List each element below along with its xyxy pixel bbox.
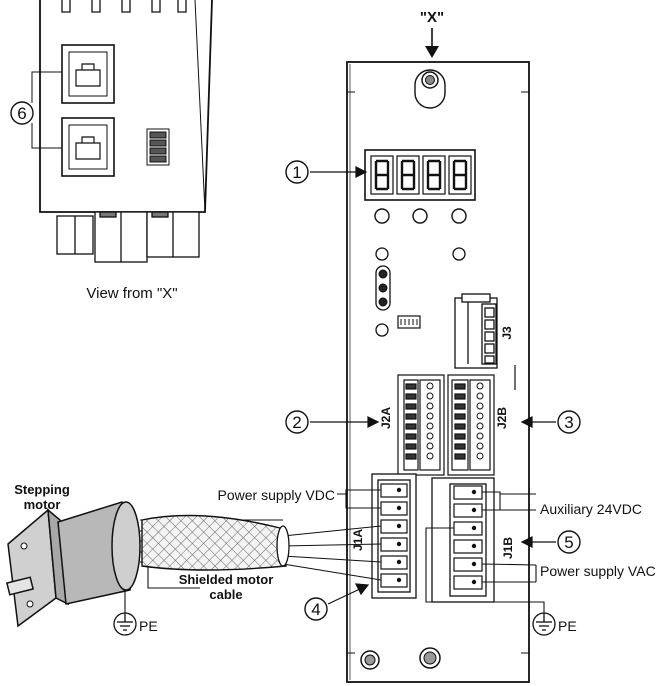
j2a-connector [397, 374, 445, 476]
pe-motor-label: PE [139, 618, 158, 634]
seven-segment-display [364, 149, 476, 201]
dip-switch [146, 128, 170, 166]
callout-4: 4 [311, 600, 320, 619]
view-caption: View from "X" [86, 285, 177, 302]
power-supply-vac-label: Power supply VAC [540, 563, 656, 579]
j2a-label: J2A [379, 407, 393, 429]
view-arrow [425, 28, 439, 58]
stepping-motor-label-line1: Stepping [14, 482, 70, 497]
top-view-drawing [31, 0, 213, 263]
j2b-label: J2B [495, 407, 509, 429]
j3-connector [454, 293, 498, 369]
top-view-bottom-connectors [56, 211, 200, 263]
j2b-connector [447, 374, 495, 476]
callout-6-circle [10, 101, 34, 125]
j1a-label: J1A [351, 529, 365, 551]
callout-5: 5 [564, 533, 573, 552]
callout-5-circle [557, 530, 581, 554]
pe-drive-label: PE [558, 618, 577, 634]
shielded-cable-label-line2: cable [209, 587, 242, 602]
j3-label: J3 [500, 326, 514, 340]
j1a-connector [371, 473, 417, 599]
power-supply-vdc-label: Power supply VDC [218, 487, 336, 503]
callout-6: 6 [17, 104, 26, 123]
shielded-cable [141, 514, 290, 571]
display-buttons [374, 208, 467, 337]
callout-4-circle [304, 597, 328, 621]
rj45-port-upper [61, 44, 115, 104]
stepping-motor [5, 501, 141, 628]
callout-2: 2 [292, 413, 301, 432]
callout-leaders [310, 166, 556, 605]
callout-3-circle [557, 410, 581, 434]
rj45-port-lower [61, 117, 115, 177]
callout-3: 3 [564, 413, 573, 432]
callout-2-circle [285, 410, 309, 434]
callout-1-circle [285, 160, 309, 184]
callout-1: 1 [292, 163, 301, 182]
j1b-connector [431, 477, 495, 603]
view-marker: "X" [420, 9, 444, 26]
pe-earth-symbol-drive [532, 612, 556, 636]
auxiliary-24vdc-label: Auxiliary 24VDC [540, 501, 642, 517]
shielded-cable-label-line1: Shielded motor [179, 572, 274, 587]
j1b-label: J1B [501, 537, 515, 559]
pe-earth-symbol-motor [113, 612, 137, 636]
stepping-motor-label-line2: motor [24, 497, 61, 512]
